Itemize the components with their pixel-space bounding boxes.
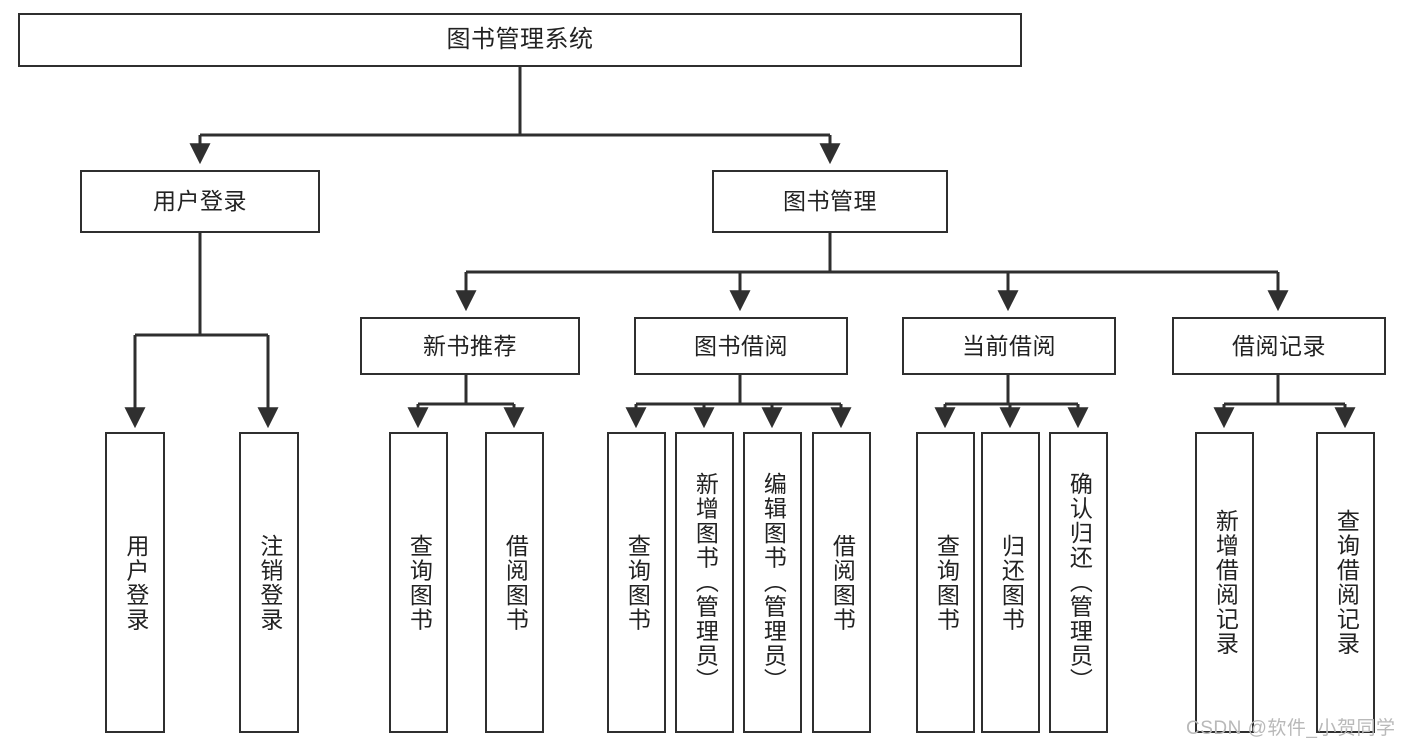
node-label: 借阅记录 <box>1232 332 1326 359</box>
leaf-confirm-return-admin[interactable]: 确认归还（管理员） <box>1049 432 1108 733</box>
leaf-return-book[interactable]: 归还图书 <box>981 432 1040 733</box>
leaf-add-borrow-record[interactable]: 新增借阅记录 <box>1195 432 1254 733</box>
node-label: 借阅图书 <box>829 533 856 632</box>
node-label: 图书管理系统 <box>446 26 594 54</box>
node-label: 图书管理 <box>783 188 877 215</box>
leaf-borrow-book-recommend[interactable]: 借阅图书 <box>485 432 544 733</box>
node-label: 查询图书 <box>406 533 433 632</box>
node-current-borrow[interactable]: 当前借阅 <box>902 317 1116 375</box>
node-label: 查询借阅记录 <box>1333 509 1360 656</box>
leaf-edit-book-admin[interactable]: 编辑图书（管理员） <box>743 432 802 733</box>
node-user-login[interactable]: 用户登录 <box>80 170 320 233</box>
node-label: 用户登录 <box>153 188 247 215</box>
node-label: 借阅图书 <box>502 533 529 632</box>
leaf-query-borrow-record[interactable]: 查询借阅记录 <box>1316 432 1375 733</box>
node-label: 归还图书 <box>998 533 1025 632</box>
node-root-book-management-system[interactable]: 图书管理系统 <box>18 13 1022 67</box>
node-label: 查询图书 <box>624 533 651 632</box>
leaf-borrow-book[interactable]: 借阅图书 <box>812 432 871 733</box>
leaf-logout[interactable]: 注销登录 <box>239 432 299 733</box>
node-label: 图书借阅 <box>694 332 788 359</box>
node-label: 编辑图书（管理员） <box>760 472 787 693</box>
node-label: 新增图书（管理员） <box>692 472 719 693</box>
leaf-query-book-borrow[interactable]: 查询图书 <box>607 432 666 733</box>
node-label: 新书推荐 <box>423 332 517 359</box>
node-new-book-recommend[interactable]: 新书推荐 <box>360 317 580 375</box>
node-book-borrow[interactable]: 图书借阅 <box>634 317 848 375</box>
node-label: 注销登录 <box>256 533 283 632</box>
node-label: 新增借阅记录 <box>1212 509 1239 656</box>
node-label: 确认归还（管理员） <box>1066 472 1093 693</box>
node-label: 查询图书 <box>933 533 960 632</box>
node-book-management[interactable]: 图书管理 <box>712 170 948 233</box>
node-label: 当前借阅 <box>962 332 1056 359</box>
node-label: 用户登录 <box>122 533 149 632</box>
leaf-query-book-recommend[interactable]: 查询图书 <box>389 432 448 733</box>
leaf-add-book-admin[interactable]: 新增图书（管理员） <box>675 432 734 733</box>
leaf-user-login[interactable]: 用户登录 <box>105 432 165 733</box>
leaf-query-book-current[interactable]: 查询图书 <box>916 432 975 733</box>
watermark-text: CSDN @软件_小贺同学 <box>1186 718 1396 739</box>
node-borrow-record[interactable]: 借阅记录 <box>1172 317 1386 375</box>
